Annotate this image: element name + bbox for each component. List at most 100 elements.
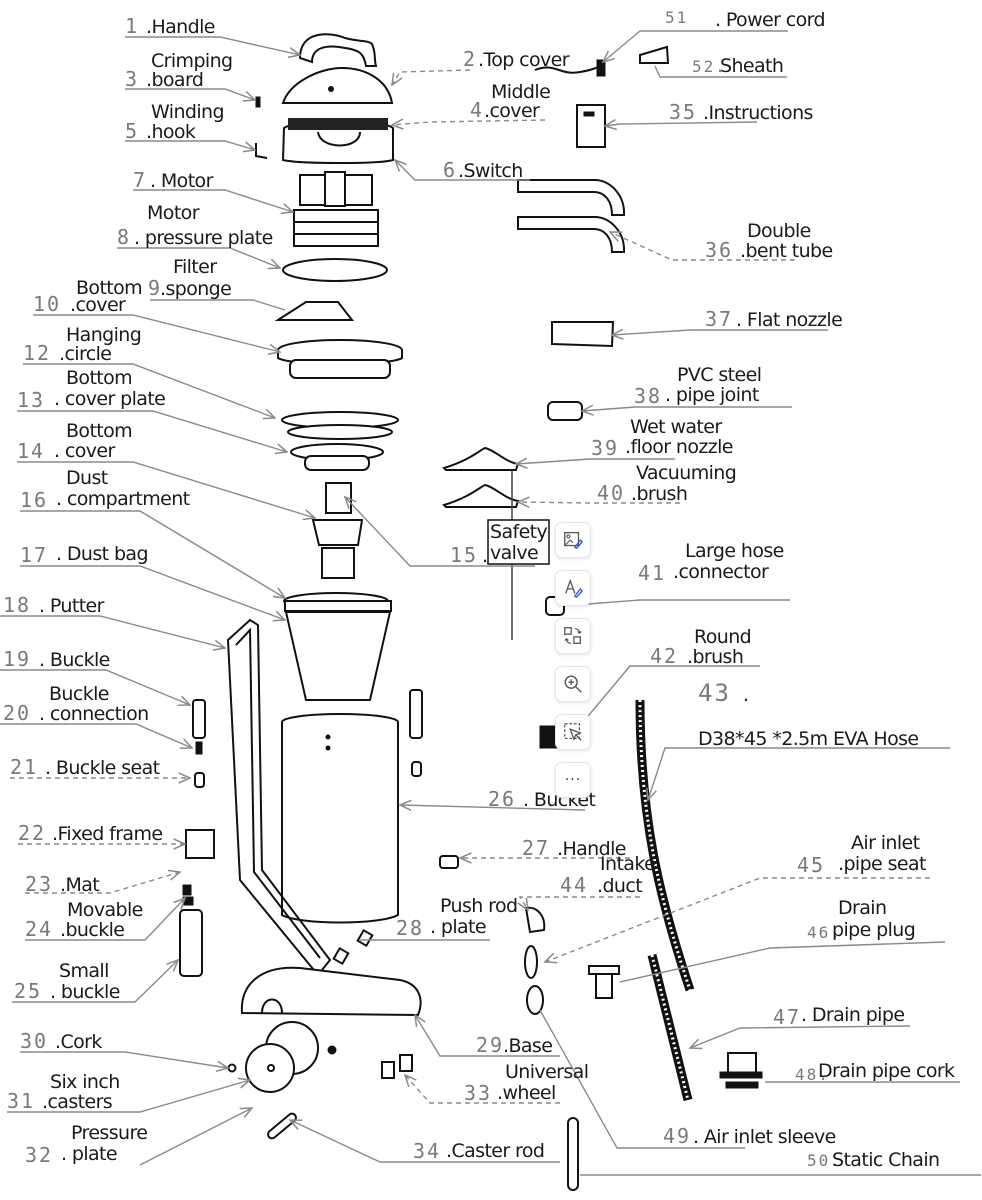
svg-text:1: 1: [125, 14, 139, 38]
svg-text:5: 5: [125, 119, 139, 143]
svg-text:. buckle: . buckle: [50, 981, 120, 1003]
more-button[interactable]: ···: [555, 762, 591, 798]
label-21: 21. Buckle seat: [10, 755, 160, 779]
svg-text:. Putter: . Putter: [39, 595, 105, 617]
label-50: 50. Static Chain: [807, 1149, 940, 1171]
svg-text:.: .: [482, 545, 487, 567]
leader-lines: [0, 30, 981, 1176]
svg-text:13: 13: [17, 388, 45, 412]
more-icon: ···: [564, 772, 582, 788]
svg-text:Filter: Filter: [173, 256, 217, 278]
label-7: 7. Motor: [133, 168, 214, 192]
svg-text:44: 44: [560, 873, 588, 897]
svg-text:2: 2: [463, 47, 477, 71]
svg-text:.pipe seat: .pipe seat: [838, 853, 926, 875]
svg-text:46.: 46.: [807, 923, 842, 942]
part-motor-pressure-plate: [282, 258, 388, 282]
svg-text:43: 43: [698, 679, 731, 707]
part-push-rod-plate: [332, 928, 374, 966]
part-safety-valve: [325, 482, 352, 514]
svg-text:Middle: Middle: [491, 81, 550, 103]
label-13: Bottom 13 . cover plate: [17, 367, 166, 412]
svg-text:.Handle: .Handle: [557, 838, 626, 860]
svg-text:Bottom: Bottom: [66, 420, 132, 442]
convert-button[interactable]: [555, 618, 591, 654]
svg-text:35: 35: [669, 100, 697, 124]
svg-text:Buckle: Buckle: [49, 683, 109, 705]
svg-text:33: 33: [464, 1081, 492, 1105]
svg-text:. plate: . plate: [430, 916, 486, 938]
svg-text:. Drain pipe: . Drain pipe: [801, 1004, 904, 1026]
svg-text:.casters: .casters: [42, 1091, 112, 1113]
svg-text:50.: 50.: [807, 1151, 842, 1170]
svg-text:. cover plate: . cover plate: [54, 388, 165, 410]
part-base: [240, 966, 422, 1017]
svg-text:3: 3: [125, 67, 139, 91]
part-handle-27: [439, 855, 459, 869]
part-caster-rod: [267, 1112, 297, 1140]
label-23: 23.Mat: [25, 872, 100, 896]
svg-text:Double: Double: [747, 220, 811, 242]
svg-text:6: 6: [443, 158, 457, 182]
svg-text:10: 10: [33, 292, 61, 316]
svg-text:.buckle: .buckle: [60, 919, 124, 941]
smart-select-button[interactable]: [555, 714, 591, 750]
label-19: 19. Buckle: [3, 647, 110, 671]
svg-text:D38*45 *2.5m EVA Hose: D38*45 *2.5m EVA Hose: [698, 728, 919, 750]
edit-image-button[interactable]: [555, 522, 591, 558]
label-51: 51. Power cord: [665, 8, 826, 31]
svg-text:19: 19: [3, 647, 31, 671]
svg-text:.brush: .brush: [687, 646, 743, 668]
svg-text:. cover: . cover: [54, 440, 115, 462]
svg-text:Round: Round: [694, 626, 751, 648]
svg-text:. pressure plate: . pressure plate: [134, 227, 273, 249]
zoom-in-button[interactable]: [555, 666, 591, 702]
part-handle: [298, 33, 378, 67]
svg-text:Six inch: Six inch: [50, 1071, 120, 1093]
edit-text-button[interactable]: [555, 570, 591, 606]
svg-text:.Instructions: .Instructions: [703, 102, 813, 124]
svg-text:. pipe joint: . pipe joint: [665, 384, 759, 406]
part-eva-hose: [635, 699, 695, 992]
part-winding-hook: [255, 143, 268, 159]
part-floor-nozzles: [442, 446, 520, 640]
part-buckles: [179, 689, 423, 977]
svg-text:Dust: Dust: [66, 467, 108, 489]
smart-select-icon: [564, 723, 583, 742]
svg-text:9: 9: [148, 276, 162, 300]
part-instructions: [576, 104, 606, 148]
svg-text:valve: valve: [490, 542, 538, 564]
svg-text:7: 7: [133, 168, 147, 192]
svg-text:Hanging: Hanging: [66, 324, 141, 346]
label-6: 6.Switch: [443, 158, 523, 182]
svg-text:Bottom: Bottom: [66, 367, 132, 389]
svg-text:.Caster rod: .Caster rod: [446, 1140, 544, 1162]
svg-text:21: 21: [10, 755, 38, 779]
svg-text:.Fixed frame: .Fixed frame: [52, 823, 162, 845]
part-static-chain: [567, 1117, 579, 1191]
svg-text:.hook: .hook: [146, 121, 196, 143]
svg-text:34: 34: [413, 1139, 441, 1163]
svg-text:22: 22: [18, 821, 46, 845]
svg-text:36: 36: [705, 238, 733, 262]
part-flat-nozzle: [551, 321, 615, 348]
svg-text:32: 32: [25, 1143, 53, 1167]
svg-text:. compartment: . compartment: [56, 488, 190, 510]
svg-text:Sheath: Sheath: [720, 55, 783, 77]
svg-text:51: 51: [665, 8, 688, 27]
svg-text:29: 29: [476, 1033, 504, 1057]
label-43: 43.D38*45 *2.5m EVA Hose: [698, 679, 919, 750]
part-air-inlet-sleeve: [526, 985, 544, 1015]
svg-text:25: 25: [14, 979, 42, 1003]
svg-text:Winding: Winding: [151, 101, 224, 123]
